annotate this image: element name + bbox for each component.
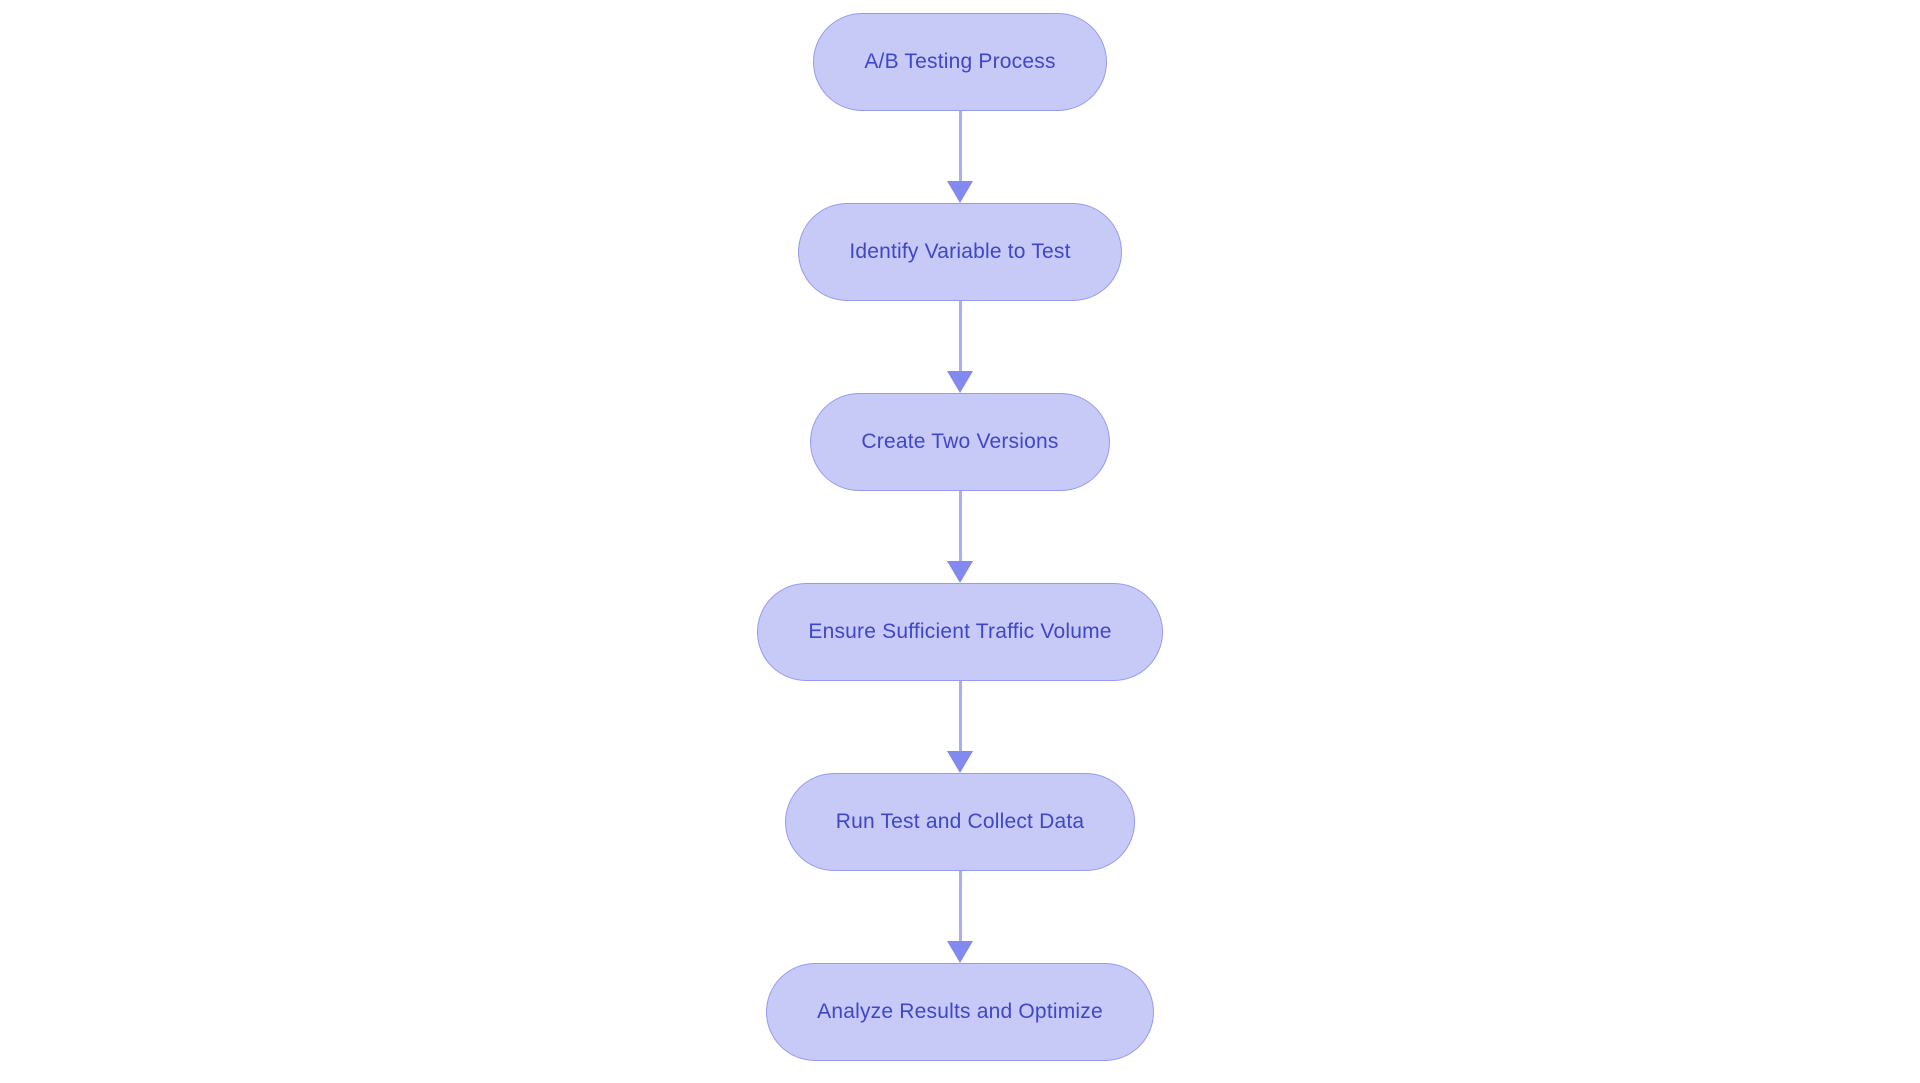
arrow-head-icon <box>947 371 973 393</box>
arrow-head-icon <box>947 751 973 773</box>
arrow-line <box>958 301 962 371</box>
flow-node-label: A/B Testing Process <box>864 50 1056 73</box>
arrow-head-icon <box>947 561 973 583</box>
flow-node-analyze-optimize: Analyze Results and Optimize <box>766 963 1154 1061</box>
flow-arrow-5 <box>947 871 973 963</box>
flow-node-ab-testing-process: A/B Testing Process <box>813 13 1107 111</box>
flow-node-label: Ensure Sufficient Traffic Volume <box>808 620 1112 643</box>
flow-node-run-test-collect-data: Run Test and Collect Data <box>784 773 1136 871</box>
arrow-head-icon <box>947 941 973 963</box>
flow-arrow-4 <box>947 681 973 773</box>
flow-node-create-two-versions: Create Two Versions <box>810 393 1110 491</box>
flow-node-label: Identify Variable to Test <box>849 240 1071 263</box>
flow-node-label: Analyze Results and Optimize <box>817 1000 1103 1023</box>
flow-node-identify-variable: Identify Variable to Test <box>798 203 1122 301</box>
arrow-line <box>958 681 962 751</box>
arrow-head-icon <box>947 181 973 203</box>
flow-node-label: Run Test and Collect Data <box>835 810 1085 833</box>
arrow-line <box>958 491 962 561</box>
flow-arrow-3 <box>947 491 973 583</box>
arrow-line <box>958 871 962 941</box>
flow-arrow-2 <box>947 301 973 393</box>
arrow-line <box>958 111 962 181</box>
flow-node-label: Create Two Versions <box>861 430 1059 453</box>
flow-arrow-1 <box>947 111 973 203</box>
flow-node-ensure-traffic-volume: Ensure Sufficient Traffic Volume <box>757 583 1163 681</box>
